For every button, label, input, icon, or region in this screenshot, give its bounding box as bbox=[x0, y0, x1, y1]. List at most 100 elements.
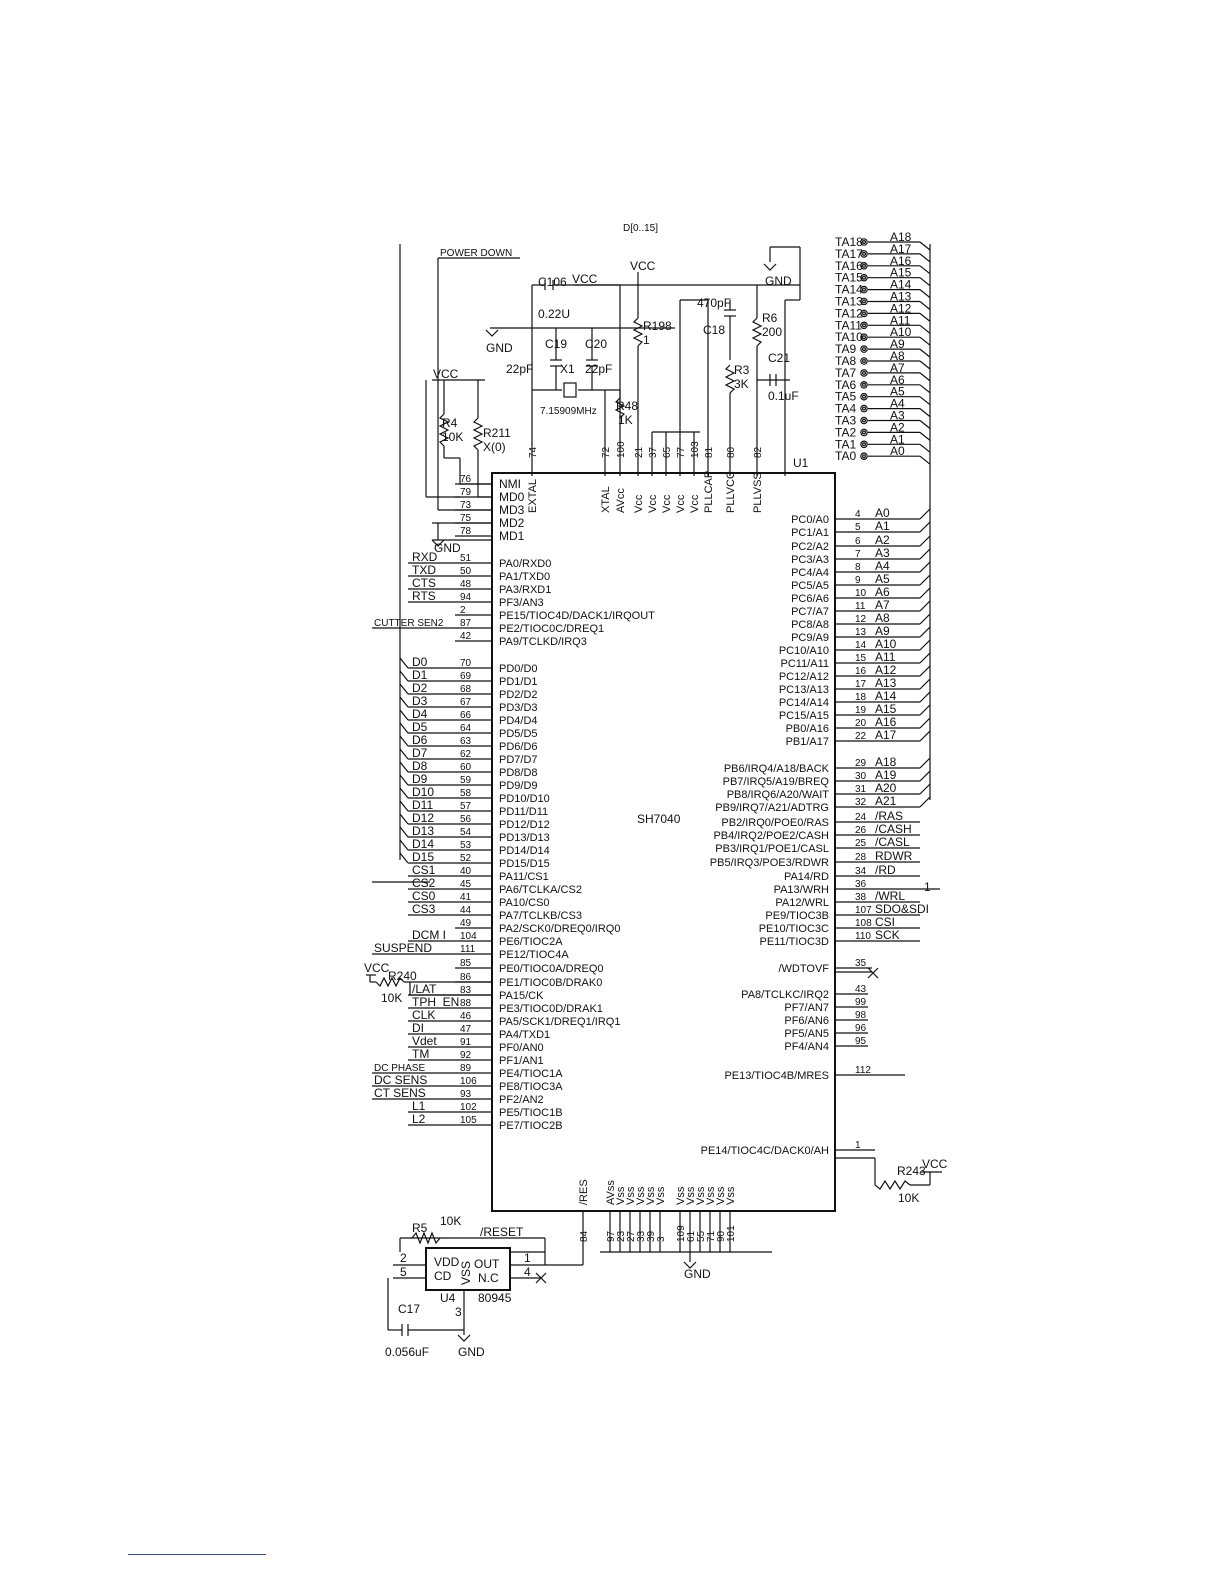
connector-pin-core bbox=[861, 418, 866, 423]
left-pin-name: PE15/TIOC4D/DACK1/IRQOUT bbox=[499, 610, 655, 622]
connector-pin bbox=[860, 357, 868, 365]
connector-pin-core bbox=[861, 347, 866, 352]
left-pin-name: PA2/SCK0/DREQ0/IRQ0 bbox=[499, 923, 620, 935]
u4-vdd: VDD bbox=[434, 1255, 460, 1269]
vcc-label-r243: VCC bbox=[922, 1157, 948, 1171]
connector-pin-core bbox=[861, 323, 866, 328]
right-net-label: A18 bbox=[875, 755, 897, 769]
u4-pin-4: 4 bbox=[524, 1265, 531, 1279]
connector-bus-entry bbox=[919, 420, 931, 429]
right-pin-number: 26 bbox=[855, 825, 867, 836]
r6-label: R6 bbox=[762, 311, 778, 325]
left-pin-number: 64 bbox=[460, 723, 472, 734]
right-pin-number: 28 bbox=[855, 852, 867, 863]
left-pin-number: 106 bbox=[460, 1076, 477, 1087]
bus-entry bbox=[919, 770, 931, 782]
left-pin-number: 105 bbox=[460, 1115, 477, 1126]
bus-entry bbox=[919, 535, 931, 547]
r4-value: 10K bbox=[442, 430, 463, 444]
connector-ta-label: TA2 bbox=[835, 425, 856, 439]
connector-ta-label: TA5 bbox=[835, 390, 856, 404]
static-wiring bbox=[366, 244, 942, 1342]
left-pin-name: PE0/TIOC0A/DREQ0 bbox=[499, 963, 604, 975]
connector-pin-core bbox=[861, 251, 866, 256]
left-pin-name: MD0 bbox=[499, 490, 525, 504]
left-net-label: CUTTER SEN2 bbox=[374, 618, 444, 629]
left-pin-name: PF2/AN2 bbox=[499, 1094, 544, 1106]
gnd-label-left: GND bbox=[486, 341, 513, 355]
right-pin-name: PC2/A2 bbox=[791, 541, 829, 553]
right-pin-name: /WDTOVF bbox=[778, 963, 829, 975]
right-pin-name: PF7/AN7 bbox=[784, 1002, 829, 1014]
right-pin-number: 12 bbox=[855, 614, 867, 625]
left-net-label: Vdet bbox=[412, 1034, 437, 1048]
connector-bus-entry bbox=[919, 372, 931, 382]
right-net-label: A8 bbox=[875, 611, 890, 625]
bus-entry bbox=[919, 587, 931, 599]
left-pin-name: PA3/RXD1 bbox=[499, 584, 551, 596]
right-pin-number: 36 bbox=[855, 879, 867, 890]
u4-designator: U4 bbox=[440, 1291, 456, 1305]
right-pin-name: PA13/WRH bbox=[774, 884, 829, 896]
right-pin-number: 35 bbox=[855, 958, 867, 969]
static-labels: D[0..15] POWER DOWN C106 0.22U VCC VCC G… bbox=[364, 223, 948, 1359]
right-net-label: /RD bbox=[875, 863, 896, 877]
connector-ta-label: TA3 bbox=[835, 414, 856, 428]
connector-bus-entry bbox=[919, 301, 931, 310]
connector-ta-label: TA14 bbox=[835, 283, 863, 297]
left-pin-number: 70 bbox=[460, 658, 472, 669]
connector-a-label: A8 bbox=[890, 349, 905, 363]
connector-bus-entry bbox=[919, 431, 931, 441]
right-net-label: A11 bbox=[875, 650, 896, 664]
r243-label: R243 bbox=[897, 1164, 926, 1178]
left-pin-name: MD1 bbox=[499, 529, 525, 543]
right-pin-name: PB8/IRQ6/A20/WAIT bbox=[727, 789, 830, 801]
connector-pin-core bbox=[861, 335, 866, 340]
bottom-pin-name: Vss bbox=[675, 1186, 687, 1205]
connector-a-label: A10 bbox=[890, 325, 912, 339]
bus-entry bbox=[399, 748, 409, 760]
connector-a-label: A4 bbox=[890, 397, 905, 411]
left-pin-number: 48 bbox=[460, 579, 472, 590]
right-pin-name: PB2/IRQ0/POE0/RAS bbox=[721, 817, 829, 829]
right-pin-number: 98 bbox=[855, 1010, 867, 1021]
connector-ta-label: TA18 bbox=[835, 235, 863, 249]
left-pin-name: PD14/D14 bbox=[499, 845, 550, 857]
right-pin-name: PA8/TCLKC/IRQ2 bbox=[741, 989, 829, 1001]
ic-designator: U1 bbox=[793, 456, 809, 470]
bus-label: D[0..15] bbox=[623, 223, 658, 234]
left-net-label: D9 bbox=[412, 772, 428, 786]
bus-entry bbox=[919, 796, 931, 808]
r6-value: 200 bbox=[762, 325, 782, 339]
right-net-label: A0 bbox=[875, 506, 890, 520]
r240-value: 10K bbox=[381, 991, 402, 1005]
bottom-pin-name: AVss bbox=[605, 1180, 617, 1205]
right-pin-number: 19 bbox=[855, 705, 867, 716]
left-pin-name: PE1/TIOC0B/DRAK0 bbox=[499, 977, 602, 989]
u4-nc: N.C bbox=[478, 1271, 499, 1285]
left-pin-number: 88 bbox=[460, 998, 472, 1009]
right-net-label: A9 bbox=[875, 624, 890, 638]
right-pin-number: 112 bbox=[855, 1065, 871, 1076]
connector-a-label: A13 bbox=[890, 290, 912, 304]
connector-ta-label: TA1 bbox=[835, 437, 856, 451]
c106-label: C106 bbox=[538, 275, 567, 289]
right-pin-number: 96 bbox=[855, 1023, 867, 1034]
bottom-pin-number: 84 bbox=[579, 1230, 590, 1242]
connector-pin bbox=[860, 309, 868, 318]
r48-value: 1K bbox=[618, 413, 633, 427]
gnd-label-md: GND bbox=[434, 541, 461, 555]
left-net-label: /LAT bbox=[412, 982, 437, 996]
connector-pin bbox=[860, 273, 868, 282]
connector-pin-core bbox=[861, 275, 866, 280]
top-pin-number: 80 bbox=[726, 446, 737, 458]
connector-pin bbox=[860, 380, 868, 389]
connector-bus-entry bbox=[919, 336, 931, 346]
left-net-label: D7 bbox=[412, 746, 428, 760]
connector-pin-core bbox=[861, 442, 866, 447]
top-pin-number: 100 bbox=[616, 441, 627, 458]
left-pin-number: 40 bbox=[460, 866, 472, 877]
left-pin-name: PA15/CK bbox=[499, 990, 544, 1002]
connector-ta-label: TA0 bbox=[835, 449, 856, 463]
ic-part-number: SH7040 bbox=[637, 812, 681, 826]
